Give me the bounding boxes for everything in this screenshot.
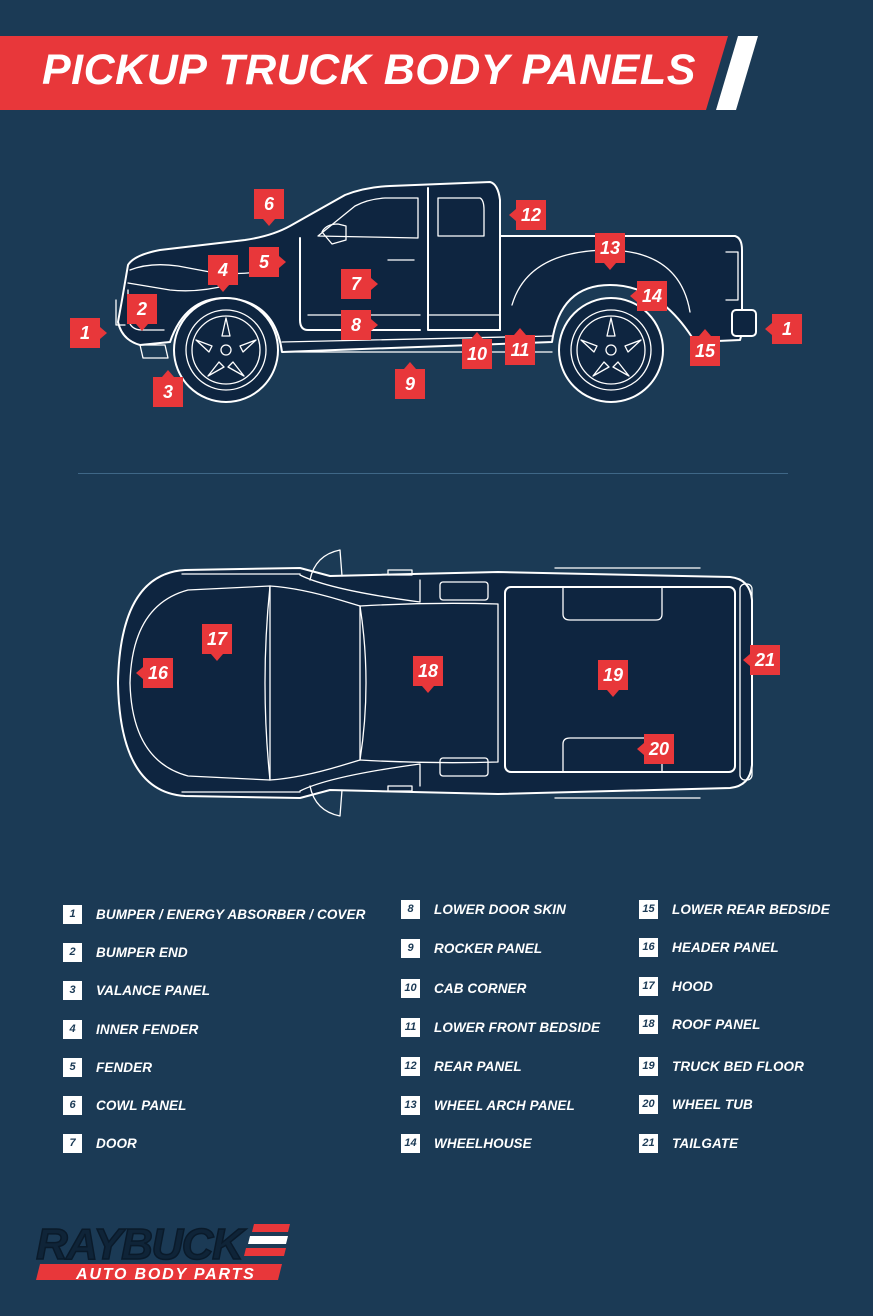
legend-number: 20 <box>639 1094 658 1114</box>
tag-11: 11 <box>505 328 535 365</box>
legend-label: DOOR <box>96 1135 137 1151</box>
legend-item: 2 BUMPER END <box>63 942 188 962</box>
tag-13: 13 <box>595 233 625 270</box>
tag-17: 17 <box>202 624 232 661</box>
legend-number: 15 <box>639 899 658 919</box>
legend-number: 1 <box>63 904 82 924</box>
legend-label: BUMPER END <box>96 944 188 960</box>
legend-label: HEADER PANEL <box>672 939 779 955</box>
legend-label: ROOF PANEL <box>672 1016 761 1032</box>
legend-label: WHEEL ARCH PANEL <box>434 1097 575 1113</box>
legend-number: 19 <box>639 1056 658 1076</box>
legend-number: 9 <box>401 938 420 958</box>
legend-number: 21 <box>639 1133 658 1153</box>
tag-7: 7 <box>341 269 378 299</box>
legend-item: 12 REAR PANEL <box>401 1056 522 1076</box>
legend-number: 14 <box>401 1133 420 1153</box>
legend-number: 8 <box>401 899 420 919</box>
legend-number: 11 <box>401 1017 420 1037</box>
legend-number: 6 <box>63 1095 82 1115</box>
legend-label: LOWER REAR BEDSIDE <box>672 901 830 917</box>
legend-item: 16 HEADER PANEL <box>639 937 779 957</box>
section-divider <box>78 473 788 474</box>
title-banner <box>0 36 758 110</box>
tag-12: 12 <box>509 200 546 230</box>
legend-label: ROCKER PANEL <box>434 940 543 956</box>
legend-item: 5 FENDER <box>63 1057 152 1077</box>
tag-4: 4 <box>208 255 238 292</box>
legend-item: 3 VALANCE PANEL <box>63 980 210 1000</box>
legend-item: 17 HOOD <box>639 976 713 996</box>
legend-number: 3 <box>63 980 82 1000</box>
tag-21: 21 <box>743 645 780 675</box>
legend-item: 21 TAILGATE <box>639 1133 738 1153</box>
tag-8: 8 <box>341 310 378 340</box>
legend-label: VALANCE PANEL <box>96 982 211 998</box>
brand-logo-text: RAYBUCK <box>35 1219 244 1270</box>
legend-number: 16 <box>639 937 658 957</box>
tag-16: 16 <box>136 658 173 688</box>
legend-item: 4 INNER FENDER <box>63 1019 198 1039</box>
legend-item: 10 CAB CORNER <box>401 978 527 998</box>
legend-label: INNER FENDER <box>96 1021 199 1037</box>
tag-5: 5 <box>249 247 286 277</box>
legend-item: 14 WHEELHOUSE <box>401 1133 532 1153</box>
legend-label: HOOD <box>672 978 713 994</box>
legend-label: COWL PANEL <box>96 1097 187 1113</box>
legend-item: 15 LOWER REAR BEDSIDE <box>639 899 830 919</box>
legend-label: FENDER <box>96 1059 153 1075</box>
legend-item: 20 WHEEL TUB <box>639 1094 753 1114</box>
legend-label: WHEELHOUSE <box>434 1135 532 1151</box>
tag-14: 14 <box>630 281 667 311</box>
legend-label: BUMPER / ENERGY ABSORBER / COVER <box>96 906 366 922</box>
tag-15: 15 <box>690 329 720 366</box>
page-title: PICKUP TRUCK BODY PANELS <box>42 46 696 94</box>
legend-number: 10 <box>401 978 420 998</box>
legend-item: 11 LOWER FRONT BEDSIDE <box>401 1017 600 1037</box>
legend-number: 17 <box>639 976 658 996</box>
tag-20: 20 <box>637 734 674 764</box>
legend-number: 5 <box>63 1057 82 1077</box>
legend-number: 4 <box>63 1019 82 1039</box>
legend-number: 18 <box>639 1014 658 1034</box>
tag-9: 9 <box>395 362 425 399</box>
tag-6: 6 <box>254 189 284 226</box>
legend-item: 1 BUMPER / ENERGY ABSORBER / COVER <box>63 904 366 924</box>
legend-number: 2 <box>63 942 82 962</box>
legend-item: 13 WHEEL ARCH PANEL <box>401 1095 575 1115</box>
legend-label: TRUCK BED FLOOR <box>672 1058 804 1074</box>
legend-label: TAILGATE <box>672 1135 739 1151</box>
tag-18: 18 <box>413 656 443 693</box>
brand-logo-graphic <box>36 1224 290 1280</box>
legend-label: LOWER FRONT BEDSIDE <box>434 1019 601 1035</box>
tag-2: 2 <box>127 294 157 331</box>
tag-1-rear: 1 <box>765 314 802 344</box>
legend-item: 19 TRUCK BED FLOOR <box>639 1056 804 1076</box>
legend-label: LOWER DOOR SKIN <box>434 901 566 917</box>
tag-10: 10 <box>462 332 492 369</box>
tag-1-front: 1 <box>70 318 107 348</box>
legend-number: 12 <box>401 1056 420 1076</box>
tag-3: 3 <box>153 370 183 407</box>
legend-label: WHEEL TUB <box>672 1096 753 1112</box>
legend-number: 7 <box>63 1133 82 1153</box>
brand-logo-subtitle: AUTO BODY PARTS <box>76 1266 256 1283</box>
legend-number: 13 <box>401 1095 420 1115</box>
truck-side-view <box>115 181 757 403</box>
legend-item: 8 LOWER DOOR SKIN <box>401 899 566 919</box>
legend-item: 18 ROOF PANEL <box>639 1014 761 1034</box>
legend-label: CAB CORNER <box>434 980 527 996</box>
legend-label: REAR PANEL <box>434 1058 522 1074</box>
legend-item: 6 COWL PANEL <box>63 1095 187 1115</box>
legend-item: 9 ROCKER PANEL <box>401 938 542 958</box>
legend-item: 7 DOOR <box>63 1133 137 1153</box>
tag-19: 19 <box>598 660 628 697</box>
